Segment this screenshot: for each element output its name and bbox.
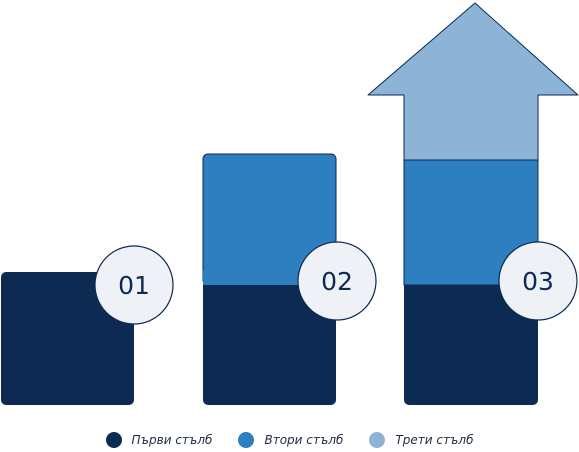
legend-item-second: Втори стълб xyxy=(238,432,343,448)
legend: Първи стълб Втори стълб Трети стълб xyxy=(0,428,579,452)
legend-item-first: Първи стълб xyxy=(105,432,213,448)
column-3-segment-first xyxy=(404,270,538,405)
step-number-2: 02 xyxy=(321,267,353,296)
step-badge-3: 03 xyxy=(498,241,578,321)
legend-swatch-first xyxy=(105,432,122,448)
column-2-segment-first xyxy=(203,270,336,405)
legend-label-second: Втори стълб xyxy=(264,433,344,447)
legend-label-third: Трети стълб xyxy=(395,433,474,447)
step-number-3: 03 xyxy=(522,267,554,296)
column-2 xyxy=(202,153,337,405)
column-3-arrow-head xyxy=(367,2,579,161)
legend-item-third: Трети стълб xyxy=(369,432,473,448)
step-number-1: 01 xyxy=(118,271,150,300)
column-3 xyxy=(367,2,579,405)
legend-label-first: Първи стълб xyxy=(131,433,213,447)
pillar-diagram: 01 02 03 xyxy=(1,2,579,405)
legend-swatch-third xyxy=(369,432,386,448)
step-badge-1: 01 xyxy=(94,245,174,325)
legend-swatch-second xyxy=(238,432,255,448)
step-badge-2: 02 xyxy=(297,241,377,321)
